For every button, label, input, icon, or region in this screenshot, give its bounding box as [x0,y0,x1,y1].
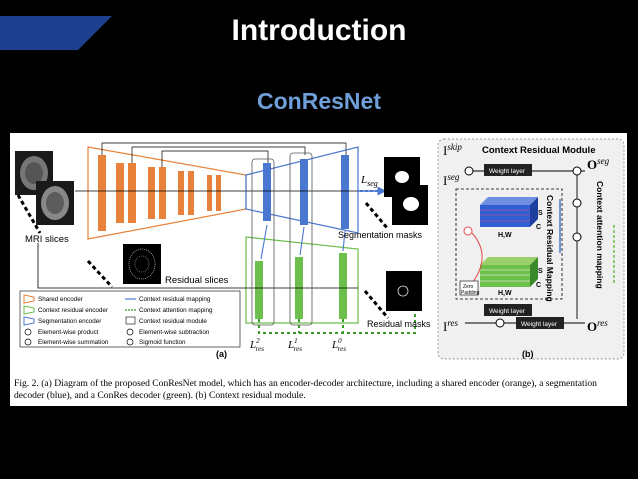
ominus-icon [126,328,134,336]
legend-element-wise-product: Element-wise product [38,329,99,336]
zero-padding-line1: Zero [463,284,474,290]
weight-layer-top: Weight layer [489,168,526,175]
segmentation-decoder-blocks [263,155,349,229]
o-seg-label: Oseg [587,156,610,172]
weight-layer-bottom: Weight layer [521,321,558,328]
i-res-label: Ires [443,318,459,334]
mri-slices-label: MRI slices [25,234,69,245]
sigmoid-icon [572,232,582,242]
context-attention-mapping-label: Context attention mapping [595,181,605,289]
shared-encoder-blocks [98,155,221,231]
legend-context-residual-mapping: Context residual mapping [139,296,211,303]
zero-padding-line2: Padding [461,290,480,296]
summation-bottom-icon [495,318,505,328]
box-icon [125,316,136,325]
residual-decoder-outline [245,236,359,324]
residual-slices-image [86,244,161,289]
product-icon [572,198,582,208]
skip-connections [101,142,347,167]
loss-seg-label: Lseg [360,174,378,188]
legend-context-attention-mapping: Context attention mapping [139,307,213,314]
subtraction-icon [463,226,473,236]
oslash-icon [126,338,134,346]
figure-diagram: MRI slices [15,138,625,360]
context-residual-mapping-label: Context Residual Mapping [545,195,555,302]
legend-sigmoid-function: Sigmoid function [139,339,186,346]
title-banner [0,16,112,50]
s-label-top: S [538,210,543,217]
context-residual-module-panel: Context Residual Module Iskip Iseg Ires … [437,138,625,360]
legend-context-residual-module: Context residual module [139,318,207,325]
trapezoid-green-icon [23,305,35,315]
figure-legend: Shared encoder Context residual mapping … [19,290,241,348]
residual-masks-image [363,271,422,319]
segmentation-masks-label: Segmentation masks [338,230,423,240]
hw-label-top: H,W [498,232,512,239]
residual-slices-label: Residual slices [165,275,229,286]
residual-decoder-blocks [255,253,347,319]
panel-a-label: (a) [216,349,227,359]
oplus-icon [24,338,32,346]
shared-encoder-outline [87,146,247,240]
legend-context-residual-encoder: Context residual encoder [38,307,108,314]
figure-caption: Fig. 2. (a) Diagram of the proposed ConR… [14,378,597,401]
i-seg-label: Iseg [443,172,460,188]
hw-label-bottom: H,W [498,290,512,297]
s-label-bottom: S [538,268,543,275]
c-label-top: C [536,224,541,231]
o-res-label: Ores [587,318,608,334]
architecture-figure: MRI slices [10,133,627,406]
segmentation-decoder-outline [245,146,359,234]
otimes-icon [24,328,32,336]
residual-loss-dashes [258,303,416,334]
panel-b-label: (b) [522,349,534,359]
context-residual-module-boxes [251,152,313,326]
legend-shared-encoder: Shared encoder [38,296,83,303]
mri-slices-image [15,151,74,234]
legend-element-wise-summation: Element-wise summation [38,339,109,346]
module-title: Context Residual Module [482,145,595,156]
weight-layer-mid: Weight layer [489,308,526,315]
i-skip-label: Iskip [443,142,462,158]
slide-subtitle: ConResNet [257,88,381,114]
legend-element-wise-subtraction: Element-wise subtraction [139,329,210,336]
slide-title: Introduction [231,14,407,47]
trapezoid-orange-icon [23,294,35,304]
trapezoid-blue-icon [23,316,35,326]
summation-right-icon [572,166,582,176]
subtraction-curve-arrow [471,232,483,284]
legend-segmentation-encoder: Segmentation encoder [38,318,101,325]
c-label-bottom: C [536,282,541,289]
residual-masks-label: Residual masks [367,319,431,329]
summation-top-icon [464,166,474,176]
segmentation-masks-image [364,157,428,230]
context-mapping-arrows [260,224,346,260]
